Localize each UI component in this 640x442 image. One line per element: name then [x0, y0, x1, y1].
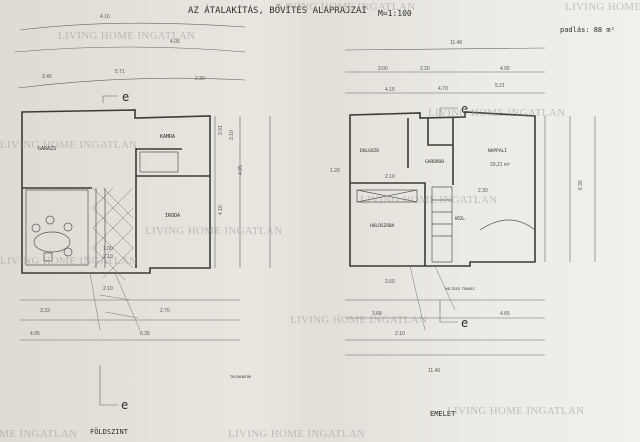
watermark: LIVING HOME INGATLAN: [0, 139, 137, 151]
section-marker-top-left: e: [102, 90, 129, 104]
svg-text:e: e: [121, 398, 128, 412]
dimension-label: 2.10: [395, 331, 405, 337]
plan-scale: M=1:100: [378, 9, 412, 18]
watermark: LIVING HOME INGATLAN: [0, 428, 77, 440]
dimension-label: 3.68: [372, 311, 382, 317]
dimension-label: 3.45: [42, 74, 52, 80]
svg-text:e: e: [461, 316, 468, 330]
dimension-label: 4.16: [100, 14, 110, 20]
watermark: LIVING HOME INGATLAN: [58, 30, 195, 42]
watermark: LIVING HOME INGATLAN: [0, 255, 137, 267]
dimension-label: 2.20: [420, 66, 430, 72]
dimension-label: 3.10: [229, 130, 235, 140]
upper-floor-plan: [345, 111, 596, 356]
upper-floor-label: EMELET: [430, 410, 456, 418]
dimension-label: 4.65: [500, 311, 510, 317]
watermark: LIVING HOME INGATLAN: [145, 225, 282, 237]
room-label-wardrobe: GARDRÓB: [425, 158, 444, 165]
attic-note: padlás: 88 m²: [560, 26, 615, 34]
dimension-label: 2.60: [385, 279, 395, 285]
dimension-label: 4.70: [438, 86, 448, 92]
dimension-label: 11.46: [428, 368, 440, 374]
ground-floor-label: FÖLDSZINT: [90, 427, 129, 436]
watermark: LIVING HOME INGATLAN: [360, 194, 497, 206]
room-label-hallway: KÖZL.: [455, 216, 467, 221]
dimension-label: 2.10: [103, 286, 113, 292]
svg-text:e: e: [461, 102, 468, 116]
dimension-label: 4.05: [500, 66, 510, 72]
dimension-label: 5.21: [495, 83, 505, 89]
dimension-label: 6.35: [140, 331, 150, 337]
room-label-storage: KAMRA: [160, 134, 175, 140]
room-label-study: DOLGOZÓ: [360, 147, 379, 154]
top-dimension-lines: [14, 22, 546, 94]
dimension-label: 11.46: [450, 40, 462, 46]
section-marker-bottom-left: e: [99, 365, 128, 412]
watermark: LIVING HOME INGATLAN: [278, 1, 415, 13]
plan-title: AZ ÁTALAKÍTÁS, BŐVÍTÉS ALAPRAJZAI: [188, 4, 367, 16]
watermark: LIVING HOME INGATLAN: [447, 405, 584, 417]
dimension-label: 3.01: [218, 125, 224, 135]
dimension-label: 4.85: [238, 165, 244, 175]
dimension-label: 4.10: [218, 205, 224, 215]
dimension-label: 2.10: [103, 254, 113, 260]
dimension-label: 2.70: [160, 308, 170, 314]
room-label-living-room: NAPPALI: [488, 148, 507, 154]
dimension-label: 3.33: [40, 308, 50, 314]
dimension-label: 4.05: [30, 331, 40, 337]
dimension-label: 2.30: [478, 188, 488, 194]
dimension-label: 2.30: [195, 76, 205, 82]
area-note: 29,21 m²: [490, 162, 510, 168]
dimension-label: 4.05: [170, 39, 180, 45]
watermark: LIVING HOME INGATLAN: [228, 428, 365, 440]
svg-text:e: e: [122, 90, 129, 104]
watermark: LIVING HOME INGATLAN: [428, 107, 565, 119]
watermark: LIVING HOME INGATLAN: [290, 314, 427, 326]
ground-floor-plan: [20, 109, 271, 341]
room-label-office: IRODA: [165, 213, 180, 219]
room-label-garage: GARÁZS: [38, 145, 56, 152]
room-label-terrace: VÁLTOZÓ TERASZ: [445, 286, 475, 291]
dimension-label: 2.10: [385, 174, 395, 180]
dimension-label: 4.15: [385, 87, 395, 93]
section-marker-top-right: e: [439, 102, 468, 118]
dimension-label: 1.20: [330, 168, 340, 174]
dimension-label: 1.00: [103, 246, 113, 252]
section-marker-right: e: [439, 300, 468, 330]
dimension-label: 3.00: [378, 66, 388, 72]
room-label-bedroom: HÁLÓSZOBA: [370, 222, 395, 229]
dimension-label: 6.35: [578, 180, 584, 190]
watermark: LIVING HOME INGATLAN: [565, 1, 640, 13]
dimension-label: 5.71: [115, 69, 125, 75]
boundary-label: TELEKHATÁR: [230, 374, 252, 379]
